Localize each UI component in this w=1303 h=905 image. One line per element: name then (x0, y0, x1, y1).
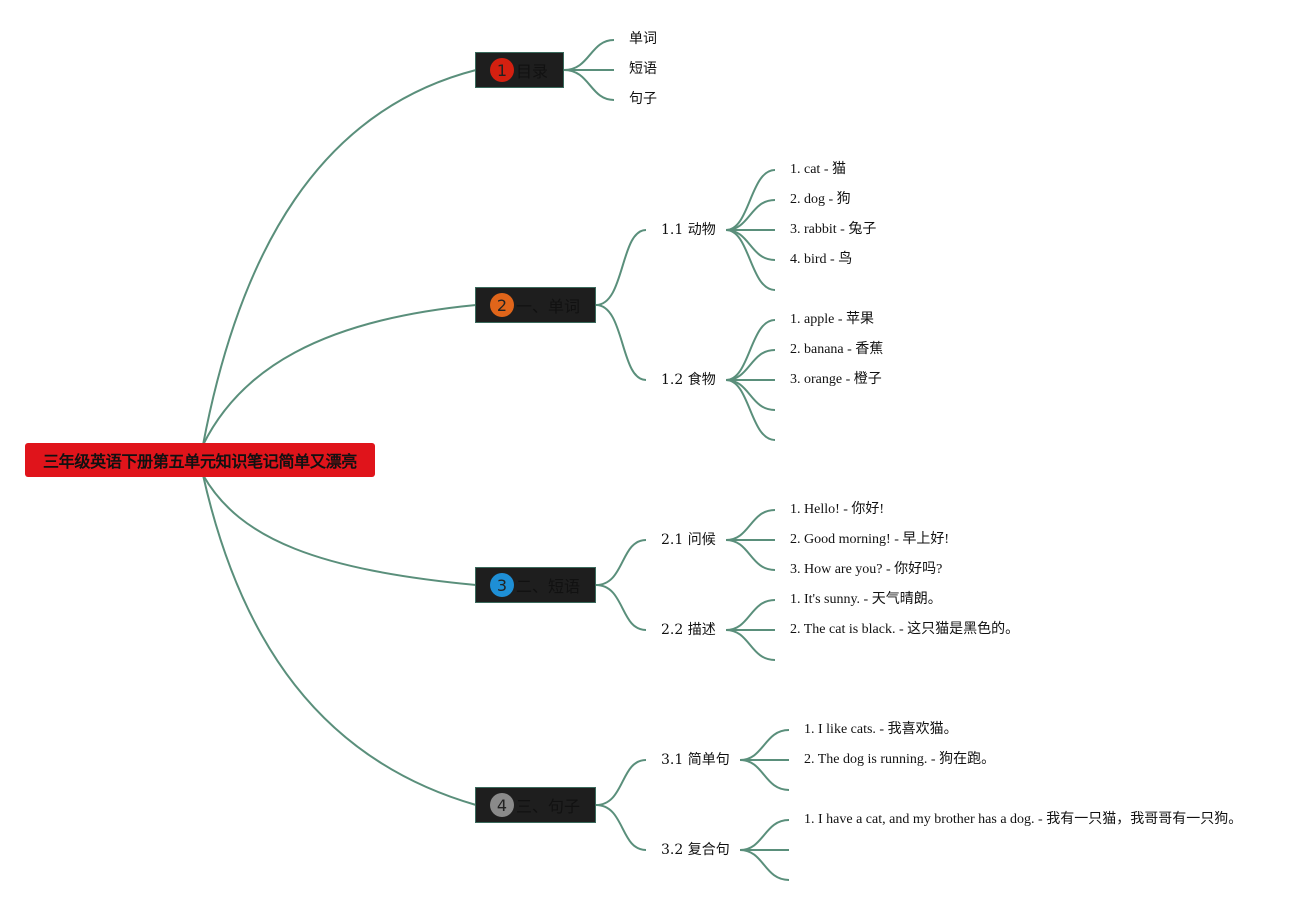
link-s3-g2 (595, 584, 647, 631)
link-g31-i3 (739, 759, 790, 791)
group-compound-sentences[interactable]: 3.2 复合句 (661, 842, 730, 858)
link-root-s1 (202, 69, 477, 446)
section-sentences[interactable]: 4 三、句子 (475, 787, 596, 823)
word-item[interactable]: 1. apple - 苹果 (790, 312, 874, 327)
word-item[interactable]: 2. dog - 狗 (790, 192, 851, 207)
word-item[interactable]: 4. bird - 鸟 (790, 252, 853, 267)
link-s1-item1 (563, 39, 615, 71)
link-root-s4 (202, 474, 477, 806)
group-animals[interactable]: 1.1 动物 (661, 222, 716, 238)
section-label: 三、句子 (516, 797, 581, 816)
group-descriptions[interactable]: 2.2 描述 (661, 622, 716, 638)
link-g21-i3 (725, 539, 776, 571)
section-catalog[interactable]: 1 目录 (475, 52, 564, 88)
link-s1-item3 (563, 69, 615, 101)
link-g22-i3 (725, 629, 776, 661)
link-g12-i1 (725, 319, 776, 381)
sentence-item[interactable]: 1. I like cats. - 我喜欢猫。 (804, 722, 958, 737)
sentence-item[interactable]: 1. I have a cat, and my brother has a do… (804, 812, 1243, 827)
group-simple-sentences[interactable]: 3.1 简单句 (661, 752, 730, 768)
section-label: 二、短语 (516, 577, 581, 596)
word-item[interactable]: 3. rabbit - 兔子 (790, 222, 877, 237)
group-food[interactable]: 1.2 食物 (661, 372, 716, 388)
root-topic-label: 三年级英语下册第五单元知识笔记简单又漂亮 (42, 452, 357, 471)
link-g12-i2 (725, 349, 776, 381)
number-badge-icon: 3 (490, 573, 514, 597)
catalog-item[interactable]: 单词 (629, 32, 657, 47)
word-item[interactable]: 2. banana - 香蕉 (790, 342, 884, 357)
group-greetings[interactable]: 2.1 问候 (661, 532, 716, 548)
link-g11-i1 (725, 169, 776, 231)
sentence-item[interactable]: 2. The dog is running. - 狗在跑。 (804, 752, 996, 767)
root-topic[interactable]: 三年级英语下册第五单元知识笔记简单又漂亮 (25, 443, 375, 477)
link-s2-g1 (595, 229, 647, 306)
link-g32-i3 (739, 849, 790, 881)
section-words[interactable]: 2 一、单词 (475, 287, 596, 323)
link-s4-g2 (595, 804, 647, 851)
section-label: 目录 (516, 62, 549, 81)
link-g11-i5 (725, 229, 776, 291)
word-item[interactable]: 3. orange - 橙子 (790, 372, 882, 387)
link-root-s3 (202, 474, 477, 586)
link-g32-i1 (739, 819, 790, 851)
catalog-item[interactable]: 短语 (629, 62, 657, 77)
phrase-item[interactable]: 1. It's sunny. - 天气晴朗。 (790, 592, 942, 607)
word-item[interactable]: 1. cat - 猫 (790, 162, 846, 177)
link-root-s2 (202, 304, 477, 446)
phrase-item[interactable]: 1. Hello! - 你好! (790, 502, 885, 517)
catalog-item[interactable]: 句子 (629, 92, 657, 107)
link-g12-i5 (725, 379, 776, 441)
link-g11-i4 (725, 229, 776, 261)
number-badge-icon: 2 (490, 293, 514, 317)
section-label: 一、单词 (516, 297, 581, 316)
phrase-item[interactable]: 3. How are you? - 你好吗? (790, 562, 943, 577)
number-badge-icon: 1 (490, 58, 514, 82)
link-s3-g1 (595, 539, 647, 586)
phrase-item[interactable]: 2. Good morning! - 早上好! (790, 532, 950, 547)
section-phrases[interactable]: 3 二、短语 (475, 567, 596, 603)
link-s2-g2 (595, 304, 647, 381)
number-badge-icon: 4 (490, 793, 514, 817)
link-g11-i2 (725, 199, 776, 231)
phrase-item[interactable]: 2. The cat is black. - 这只猫是黑色的。 (790, 622, 1020, 637)
link-g31-i1 (739, 729, 790, 761)
link-g12-i4 (725, 379, 776, 411)
link-g21-i1 (725, 509, 776, 541)
link-g22-i1 (725, 599, 776, 631)
link-s4-g1 (595, 759, 647, 806)
